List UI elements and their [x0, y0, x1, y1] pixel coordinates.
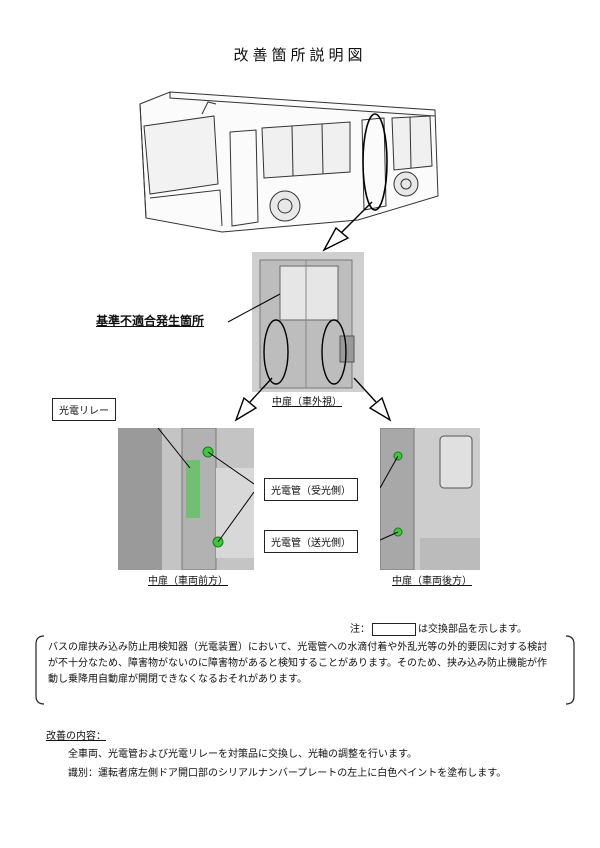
description-bracket — [35, 635, 575, 705]
page-title: 改善箇所説明図 — [233, 46, 367, 64]
arrow-icon — [322, 201, 373, 252]
improvement-item: 全車両、光電管および光電リレーを対策品に交換し、光軸の調整を行います。 — [68, 749, 417, 760]
note-suffix: は交換部品を示します。 — [418, 624, 527, 635]
door-front-photo — [118, 428, 254, 570]
caption-door-rear: 中扉（車両後方） — [392, 576, 472, 587]
improvement-heading: 改善の内容： — [46, 731, 106, 742]
pointer-line — [228, 293, 281, 323]
legend-box — [372, 622, 416, 636]
arrow-icon — [353, 377, 392, 422]
callout-photoelectric-relay: 光電リレー — [52, 398, 116, 421]
caption-door-outside: 中扉（車外視） — [272, 397, 342, 408]
nonconformity-label: 基準不適合発生箇所 — [96, 314, 205, 328]
bus-illustration — [139, 91, 439, 233]
note: 注： は交換部品を示します。 — [350, 620, 527, 636]
arrow-icon — [234, 377, 273, 422]
note-prefix: 注： — [350, 624, 370, 635]
door-rear-photo — [380, 428, 480, 570]
caption-door-front: 中扉（車両前方） — [148, 576, 228, 587]
door-outside-photo — [252, 252, 364, 392]
callout-tube-emitter: 光電管（送光側） — [264, 530, 358, 553]
callout-tube-receiver: 光電管（受光側） — [264, 478, 358, 501]
improvement-item: 識別：運転者席左側ドア開口部のシリアルナンバープレートの左上に白色ペイントを塗布… — [68, 768, 507, 779]
description: バスの扉挟み込み防止用検知器（光電装置）において、光電管への水滴付着や外乱光等の… — [48, 642, 548, 685]
